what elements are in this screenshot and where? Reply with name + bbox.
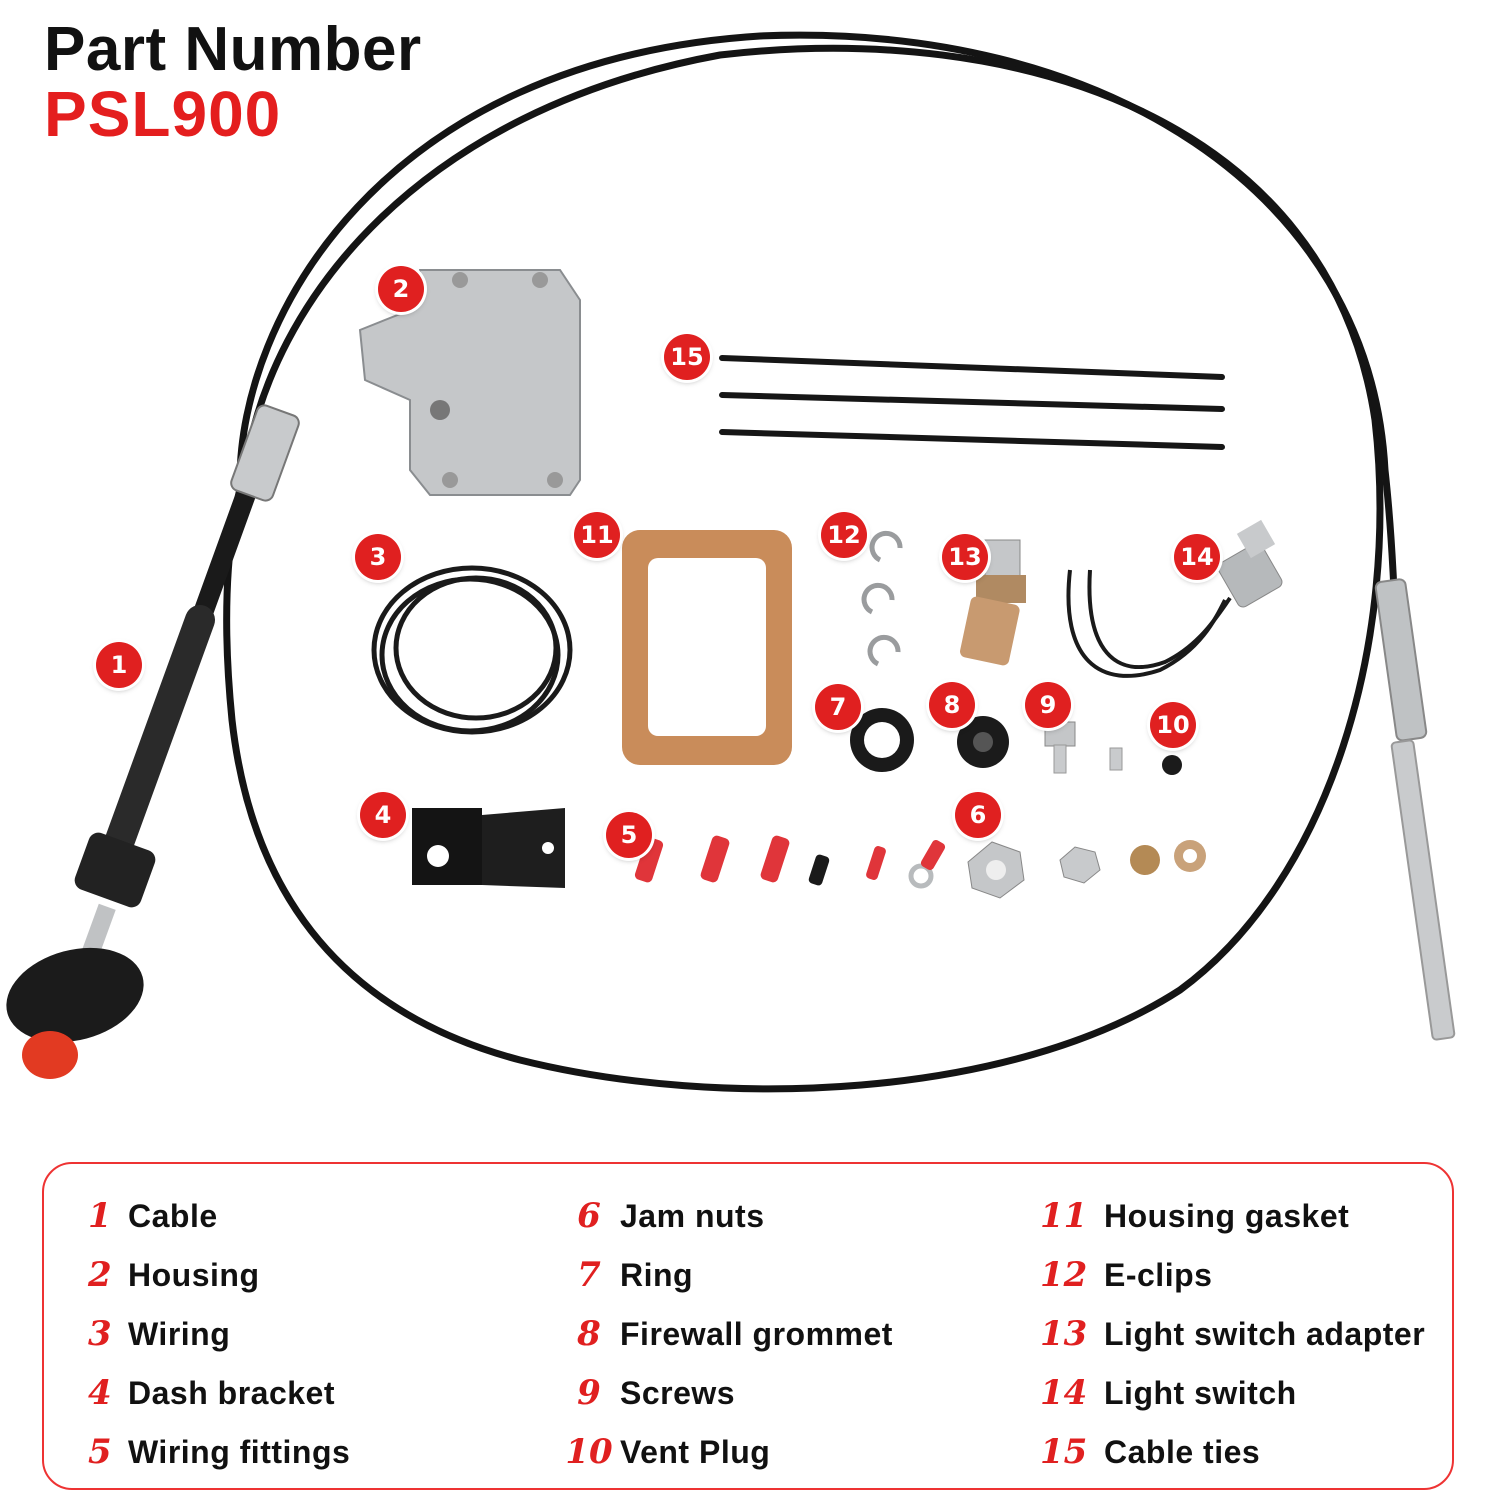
cable-end [1374,578,1456,1041]
legend-number: 10 [565,1432,613,1472]
legend-item-screws: 9 Screws [560,1373,735,1413]
legend-item-housing: 2 Housing [88,1255,259,1295]
legend-label: Wiring fittings [128,1434,351,1470]
legend-number: 7 [577,1255,601,1295]
legend-number: 13 [1040,1314,1088,1354]
legend-label: Screws [620,1375,736,1411]
wiring-fittings-part [634,835,946,889]
legend-item-light-switch-adapter: 13 Light switch adapter [1040,1314,1425,1354]
light-switch-part [1066,519,1283,678]
cable-ties-part [719,355,1225,450]
badge-14: 14 [1174,534,1220,580]
legend-item-jam-nuts: 6 Jam nuts [560,1196,764,1236]
ring-part [850,708,914,772]
legend-number: 14 [1040,1373,1088,1413]
adapter-part [960,539,1026,666]
legend-number: 2 [88,1255,112,1295]
legend-item-firewall-grommet: 8 Firewall grommet [560,1314,893,1354]
badge-13: 13 [942,534,988,580]
parts-illustration [6,31,1456,1093]
legend-label: Light switch [1104,1375,1297,1411]
badge-1: 1 [96,642,142,688]
legend-item-dash-bracket: 4 Dash bracket [88,1373,335,1413]
eclips-part [861,530,903,667]
badge-9: 9 [1025,682,1071,728]
legend-number: 8 [577,1314,601,1354]
legend-label: Housing gasket [1104,1198,1350,1234]
legend-label: Vent Plug [620,1434,771,1470]
title-block: Part Number PSL900 [44,15,422,150]
jam-nuts-part [967,840,1206,899]
part-number-value: PSL900 [44,78,282,150]
badge-15: 15 [664,334,710,380]
badge-6: 6 [955,792,1001,838]
legend-item-cable-ties: 15 Cable ties [1040,1432,1260,1472]
badge-7: 7 [815,684,861,730]
part-number-label: Part Number [44,15,422,84]
legend-number: 12 [1040,1255,1088,1295]
badge-10: 10 [1150,702,1196,748]
legend-label: Jam nuts [620,1198,765,1234]
legend-number: 3 [88,1314,112,1354]
legend-item-ring: 7 Ring [560,1255,693,1295]
badge-2: 2 [378,266,424,312]
dash-bracket-part [412,808,565,888]
badge-8: 8 [929,682,975,728]
legend-label: Firewall grommet [620,1316,893,1352]
legend-label: Cable ties [1104,1434,1261,1470]
legend-number: 9 [577,1373,601,1413]
housing-part [358,269,581,496]
legend-item-housing-gasket: 11 Housing gasket [1040,1196,1349,1236]
screws-part [1044,721,1123,774]
legend-number: 6 [577,1196,601,1236]
cable-loop [223,31,1402,1093]
legend-number: 1 [88,1196,112,1236]
legend-label: Light switch adapter [1104,1316,1426,1352]
legend-label: Ring [620,1257,694,1293]
legend-number: 11 [1040,1196,1088,1236]
legend-number: 5 [88,1432,112,1472]
legend-label: Housing [128,1257,260,1293]
vent-plug-part [1162,755,1182,775]
badge-4: 4 [360,792,406,838]
legend-label: Dash bracket [128,1375,335,1411]
legend-item-e-clips: 12 E-clips [1040,1255,1212,1295]
grommet-part [957,716,1009,768]
legend-item-light-switch: 14 Light switch [1040,1373,1297,1413]
legend-label: Wiring [128,1316,231,1352]
cable-shaft [6,404,300,1079]
legend-item-wiring: 3 Wiring [88,1314,230,1354]
wiring-part [371,565,573,735]
gasket-part [622,530,792,765]
badge-3: 3 [355,534,401,580]
badge-12: 12 [821,512,867,558]
legend-number: 4 [88,1373,112,1413]
badge-11: 11 [574,512,620,558]
legend-label: E-clips [1104,1257,1213,1293]
legend-item-wiring-fittings: 5 Wiring fittings [88,1432,350,1472]
legend-item-cable: 1 Cable [88,1196,218,1236]
badge-5: 5 [606,812,652,858]
legend-number: 15 [1040,1432,1088,1472]
legend-label: Cable [128,1198,218,1234]
